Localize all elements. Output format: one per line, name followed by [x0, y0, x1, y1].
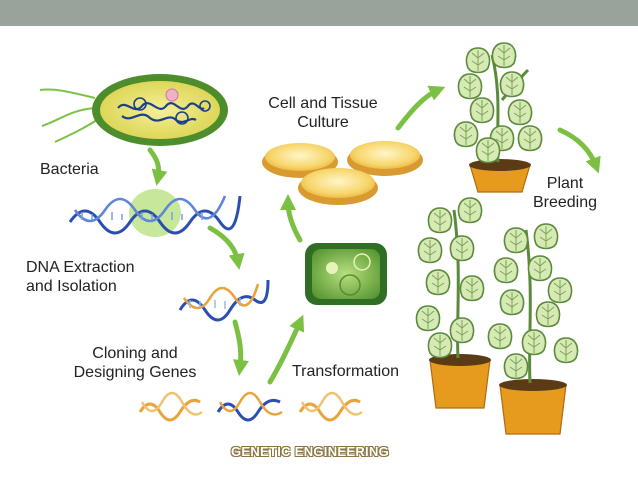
plants-bottom-icon	[416, 198, 577, 434]
label-bacteria: Bacteria	[40, 160, 99, 179]
label-transformation: Transformation	[292, 362, 399, 381]
label-dna-extraction: DNA Extraction and Isolation	[26, 258, 134, 296]
footer-title: GENETIC ENGINEERING	[160, 444, 460, 459]
transformation-cell-icon	[305, 243, 387, 305]
bacterium-icon	[40, 74, 228, 146]
label-plant-breeding: Plant Breeding	[520, 174, 610, 212]
label-cell-tissue-culture: Cell and Tissue Culture	[248, 94, 398, 132]
plant-top-icon	[454, 43, 541, 192]
label-cloning: Cloning and Designing Genes	[60, 344, 210, 382]
dna-helix-extraction-icon	[180, 280, 268, 320]
dna-genes-icon	[140, 393, 362, 420]
petri-dishes-icon	[262, 141, 423, 205]
